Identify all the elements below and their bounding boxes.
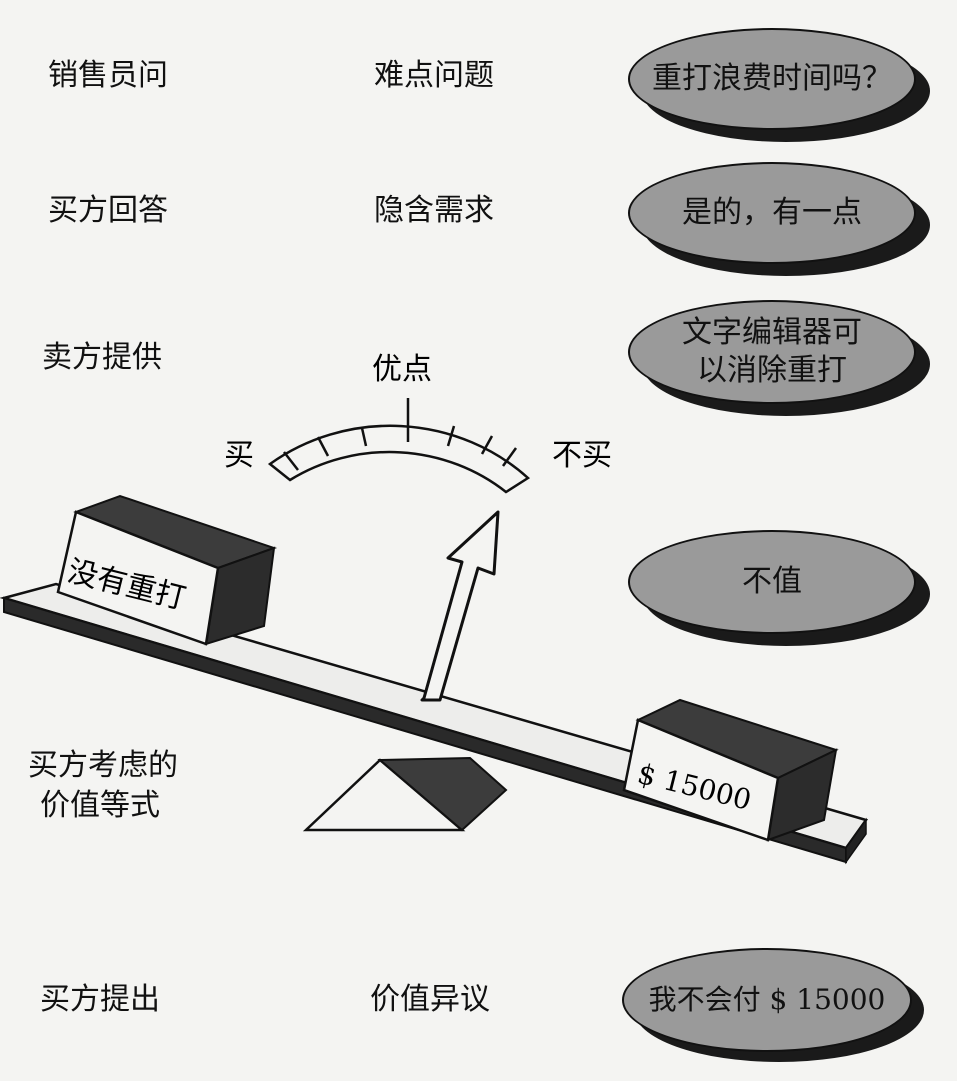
bubble-objection: 我不会付 $ 15000 [622,948,924,1062]
row-type-implied-need: 隐含需求 [374,193,494,228]
row-label-seller-offers: 卖方提供 [42,340,162,375]
row-label-buyer-answers: 买方回答 [48,193,168,228]
bubble-answer-text: 是的，有一点 [682,195,862,230]
equation-label-line1: 买方考虑的 [28,748,178,783]
gauge-ticks [283,398,518,471]
bubble-not-worth-text: 不值 [742,564,802,599]
bubble-offer-line1: 文字编辑器可 [682,315,862,350]
row-type-difficulty-question: 难点问题 [374,58,494,93]
bubble-answer: 是的，有一点 [628,162,930,276]
bubble-offer-line2: 以消除重打 [697,353,847,388]
gauge-label-advantage: 优点 [372,352,432,387]
gauge [267,398,531,494]
bubble-not-worth: 不值 [628,530,930,646]
bubble-question: 重打浪费时间吗？ [628,28,930,142]
row-label-buyer-raises: 买方提出 [40,982,160,1017]
equation-label-line2: 价值等式 [40,788,160,823]
bubble-objection-text: 我不会付 $ 15000 [648,983,886,1016]
box-no-retyping: 没有重打 [56,494,278,646]
gauge-arc [267,424,531,494]
pointer-arrow [420,510,500,702]
row-label-salesperson-asks: 销售员问 [48,58,168,93]
bubble-offer: 文字编辑器可 以消除重打 [628,300,930,416]
bubble-offer-text: 文字编辑器可 以消除重打 [682,314,862,390]
box-price: $ 15000 [622,698,839,842]
bubble-question-text: 重打浪费时间吗？ [652,61,892,96]
gauge-label-not-buy: 不买 [552,438,612,473]
row-type-value-objection: 价值异议 [370,982,490,1017]
gauge-label-buy: 买 [224,438,254,473]
fulcrum [302,756,508,832]
